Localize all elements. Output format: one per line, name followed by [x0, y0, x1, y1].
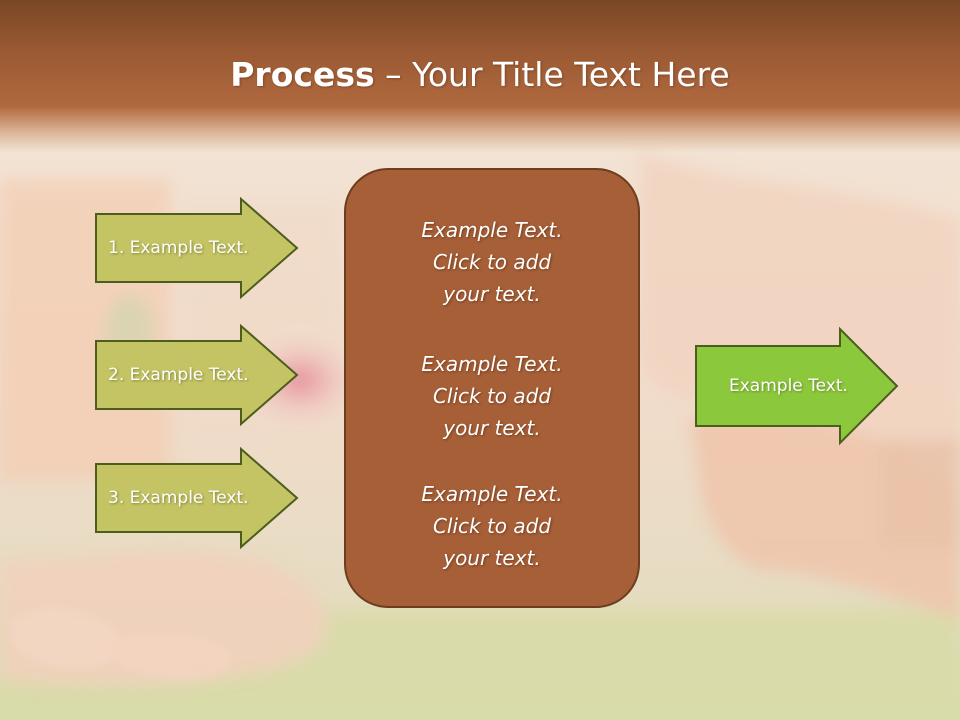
title-text: – Your Title Text Here [374, 55, 730, 94]
center-text-block-2: Example Text. Click to add your text. [346, 348, 638, 444]
title-emphasis: Process [230, 55, 375, 94]
center-text-block-3: Example Text. Click to add your text. [346, 478, 638, 574]
text-line: your text. [443, 282, 541, 306]
arrow-right-icon [95, 196, 299, 300]
slide-title: Process – Your Title Text Here [0, 52, 960, 98]
arrow-right-icon [95, 446, 299, 550]
center-text-box[interactable]: Example Text. Click to add your text. Ex… [344, 168, 640, 608]
result-arrow[interactable]: Example Text. [695, 326, 899, 446]
arrow-label: 1. Example Text. [108, 238, 249, 258]
text-line: Click to add [432, 514, 552, 538]
arrow-label: 2. Example Text. [108, 365, 249, 385]
arrow-right-icon [95, 323, 299, 427]
process-step-arrow-3[interactable]: 3. Example Text. [95, 446, 299, 550]
process-step-arrow-1[interactable]: 1. Example Text. [95, 196, 299, 300]
text-line: Example Text. [421, 218, 563, 242]
text-line: Example Text. [421, 482, 563, 506]
center-text-block-1: Example Text. Click to add your text. [346, 214, 638, 310]
text-line: your text. [443, 546, 541, 570]
process-step-arrow-2[interactable]: 2. Example Text. [95, 323, 299, 427]
text-line: Click to add [432, 384, 552, 408]
text-line: Example Text. [421, 352, 563, 376]
text-line: Click to add [432, 250, 552, 274]
arrow-label: Example Text. [729, 376, 848, 396]
text-line: your text. [443, 416, 541, 440]
arrow-label: 3. Example Text. [108, 488, 249, 508]
title-band [0, 0, 960, 152]
arrow-right-icon [695, 326, 899, 446]
